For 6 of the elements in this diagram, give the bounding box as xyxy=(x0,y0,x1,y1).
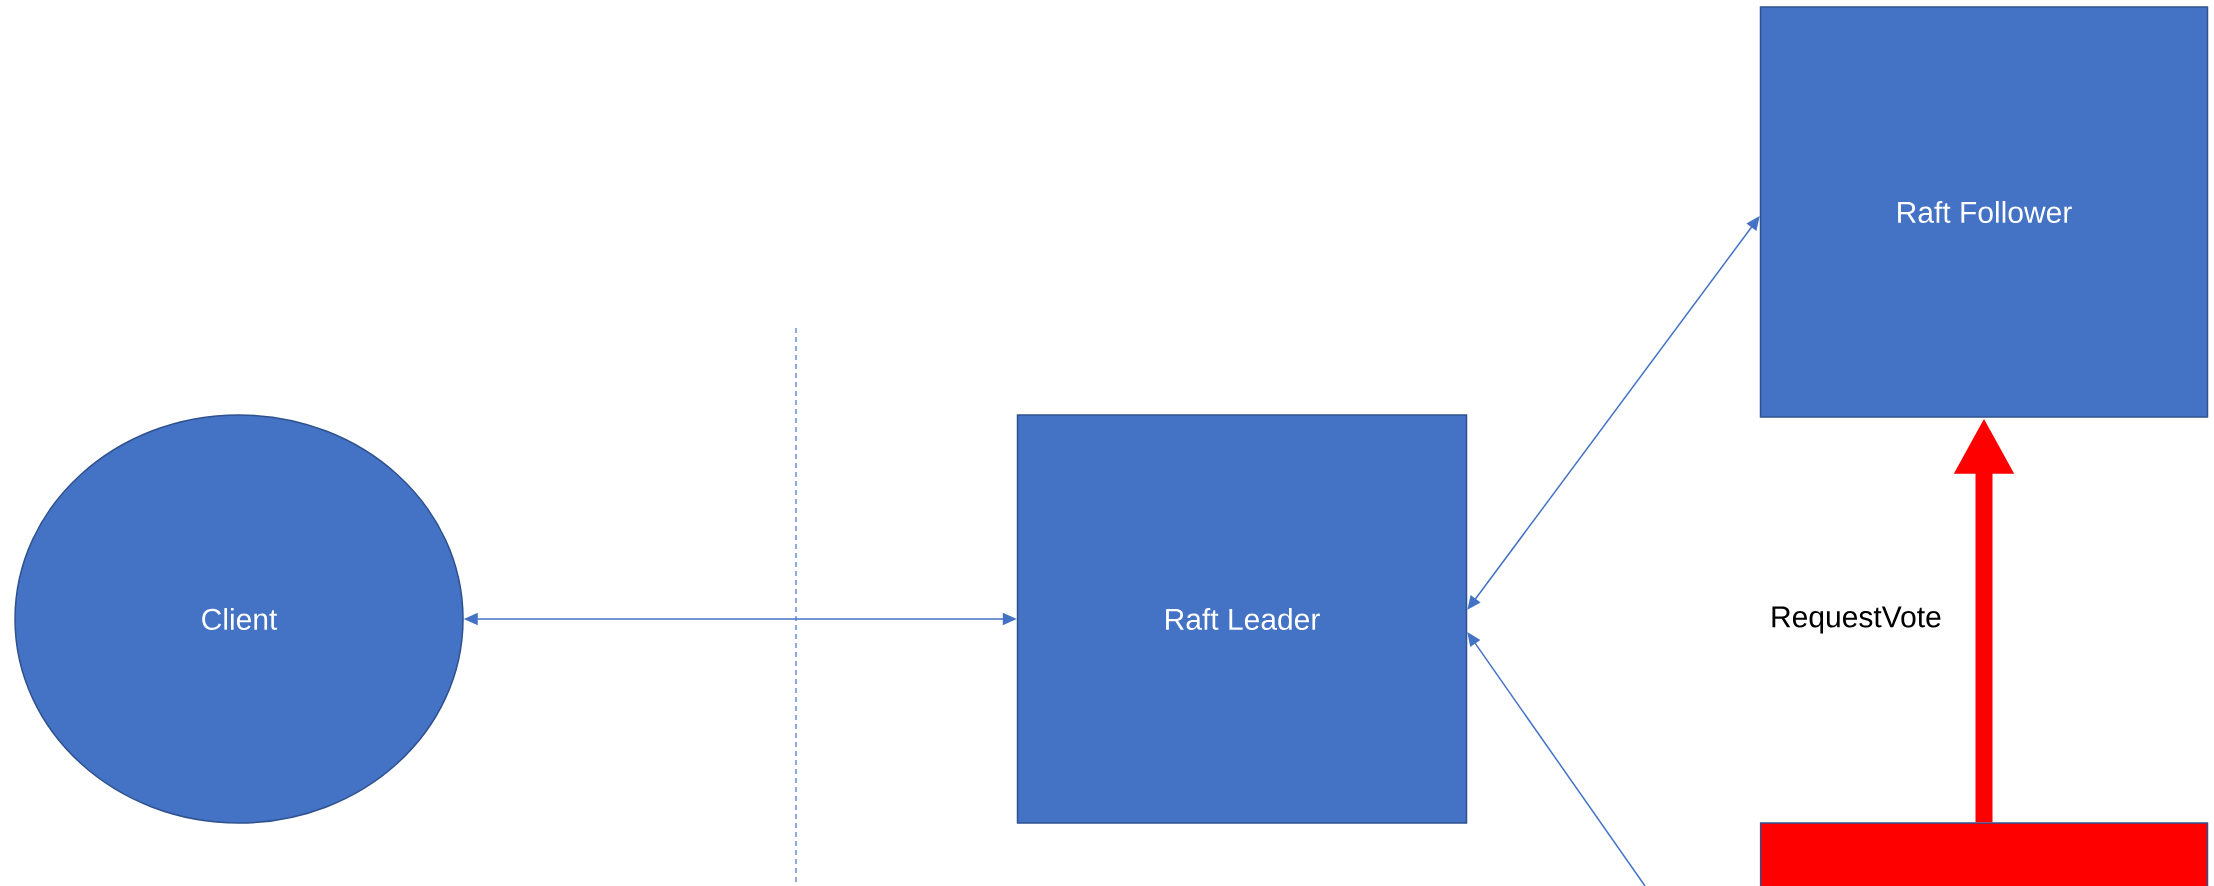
process-box: Raft Follower xyxy=(1759,6,2209,418)
arrow xyxy=(1467,216,1760,610)
process-box xyxy=(1759,822,2209,886)
arrow xyxy=(1467,632,1646,886)
process-box: Raft Leader xyxy=(1016,414,1468,824)
edge-label: RequestVote xyxy=(1768,604,1944,636)
